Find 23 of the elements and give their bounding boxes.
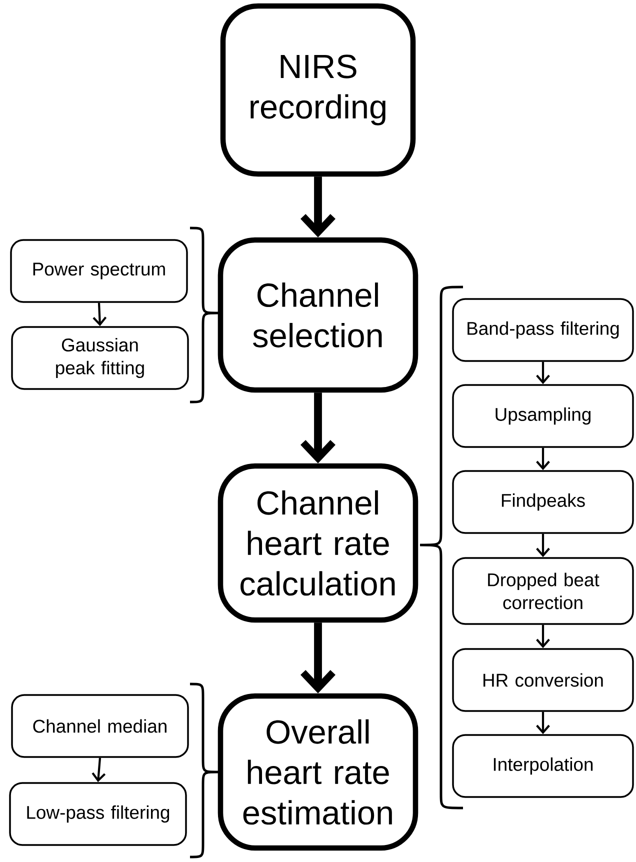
step-box: Dropped beat correction — [452, 557, 634, 625]
arrow — [92, 302, 107, 326]
process-box: Channel selection — [218, 237, 418, 393]
arrow — [92, 758, 106, 782]
step-box: Upsampling — [452, 384, 634, 448]
step-box: Power spectrum — [10, 239, 188, 303]
arrow — [536, 534, 550, 558]
arrow — [536, 448, 550, 470]
step-box: Channel median — [11, 694, 189, 758]
process-box: NIRS recording — [220, 3, 416, 177]
step-box: HR conversion — [452, 648, 634, 712]
step-box: Findpeaks — [452, 470, 634, 534]
arrow — [300, 392, 336, 464]
process-box: Overall heart rate estimation — [218, 693, 418, 851]
step-box: Interpolation — [452, 734, 634, 798]
process-box: Channel heart rate calculation — [218, 463, 418, 623]
step-box: Low-pass filtering — [9, 782, 187, 846]
step-box: Gaussian peak fitting — [11, 326, 189, 390]
arrow — [536, 712, 550, 734]
step-box: Band-pass filtering — [452, 298, 634, 362]
arrow — [536, 624, 550, 648]
arrow — [536, 362, 550, 384]
arrow — [300, 622, 336, 694]
